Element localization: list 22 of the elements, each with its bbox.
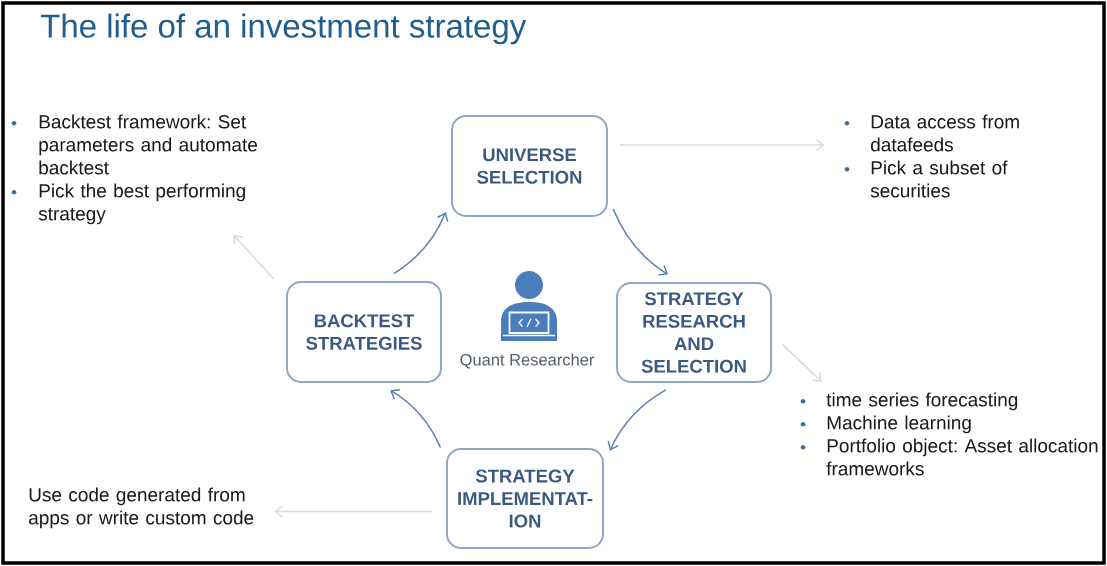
note-text: Use code generated from apps or write custom code [29,487,254,529]
stage-box: STRATEGY RESEARCH AND SELECTION [616,282,772,383]
arrow [619,138,825,152]
stage-box: UNIVERSE SELECTION [451,115,608,217]
bullet-text: Machine learning [827,415,971,434]
curved-arrow [612,208,669,276]
arrow [781,343,822,382]
bullet-text: Portfolio object: Asset allocation frameworks [826,438,1098,476]
stage-box: BACKTEST STRATEGIES [286,281,442,383]
icon-caption: Quant Researcher [460,353,595,369]
arrow [233,234,275,280]
bullet-text: time series forecasting [826,392,1018,411]
curved-arrow [607,389,667,451]
bullet-text: Pick a subset of securities [870,160,1008,198]
curved-arrow [393,211,449,275]
title: The life of an investment strategy [40,13,527,45]
bullet-text: Backtest framework: Set parameters and automate backtest [39,114,257,175]
curved-arrow [390,388,442,449]
arrow [274,505,433,518]
stage-box: STRATEGY IMPLEMENTAT- ION [446,448,604,549]
bullet-text: Pick the best performing strategy [38,183,245,225]
bullet-text: Data access from datafeeds [871,114,1019,152]
